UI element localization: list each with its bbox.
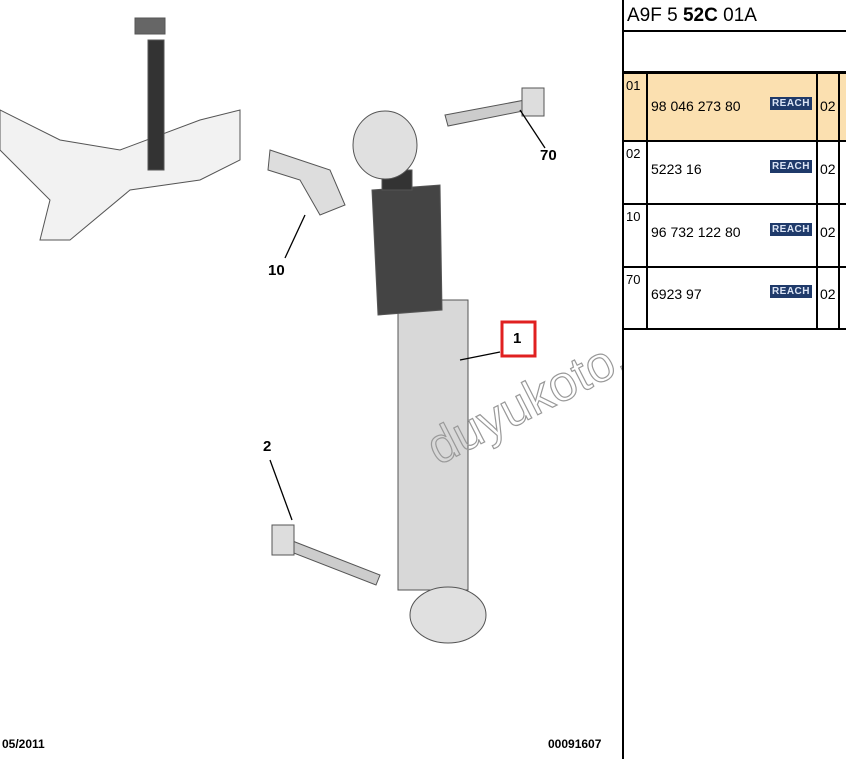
divider: [622, 0, 624, 759]
cut-column: [840, 142, 846, 203]
title-post: 01A: [717, 5, 757, 26]
part-number[interactable]: 6923 97: [651, 286, 702, 302]
part-cell: 5223 16 REACH: [648, 142, 818, 203]
reach-badge: REACH: [769, 223, 812, 236]
part-row[interactable]: 10 96 732 122 80 REACH 02: [624, 205, 846, 268]
shock-absorber-illustration: duyukoto.com: [0, 17, 721, 644]
title-pre: A9F 5: [627, 5, 683, 26]
callout-1[interactable]: 1: [513, 330, 522, 347]
callout-70[interactable]: 70: [540, 147, 557, 164]
part-cell: 98 046 273 80 REACH: [648, 74, 818, 140]
qty-cell: 02: [818, 142, 840, 203]
reach-badge: REACH: [769, 285, 812, 298]
reach-badge: REACH: [769, 160, 812, 173]
row-ref: 02: [624, 142, 648, 203]
part-number[interactable]: 5223 16: [651, 161, 702, 177]
highlight-box: [500, 320, 537, 358]
diagram-ref: 00091607: [548, 737, 602, 751]
part-number[interactable]: 98 046 273 80: [651, 98, 741, 114]
qty-cell: 02: [818, 205, 840, 266]
panel-title: A9F 5 52C 01A: [624, 0, 846, 32]
qty: 02: [820, 161, 836, 177]
cut-column: [840, 205, 846, 266]
part-row[interactable]: 02 5223 16 REACH 02: [624, 142, 846, 205]
qty-cell: 02: [818, 74, 840, 140]
parts-panel: A9F 5 52C 01A 01 98 046 273 80 REACH 02 0…: [624, 0, 846, 330]
row-ref: 01: [624, 74, 648, 140]
callout-10[interactable]: 10: [268, 262, 285, 279]
cut-column: [840, 268, 846, 328]
part-cell: 6923 97 REACH: [648, 268, 818, 328]
callout-2[interactable]: 2: [263, 438, 272, 455]
diagram-date: 05/2011: [2, 737, 45, 751]
qty-cell: 02: [818, 268, 840, 328]
reach-badge: REACH: [769, 97, 812, 110]
qty: 02: [820, 286, 836, 302]
title-bold: 52C: [682, 5, 718, 26]
part-row[interactable]: 70 6923 97 REACH 02: [624, 268, 846, 330]
panel-subheader: [624, 32, 846, 74]
part-number[interactable]: 96 732 122 80: [651, 224, 741, 240]
row-ref: 10: [624, 205, 648, 266]
qty: 02: [820, 224, 836, 240]
part-cell: 96 732 122 80 REACH: [648, 205, 818, 266]
part-row[interactable]: 01 98 046 273 80 REACH 02: [624, 74, 846, 142]
qty: 02: [820, 98, 836, 114]
parts-diagram: duyukoto.com 70 10 1 2 05/2011 00091607: [0, 17, 721, 751]
cut-column: [840, 74, 846, 140]
row-ref: 70: [624, 268, 648, 328]
